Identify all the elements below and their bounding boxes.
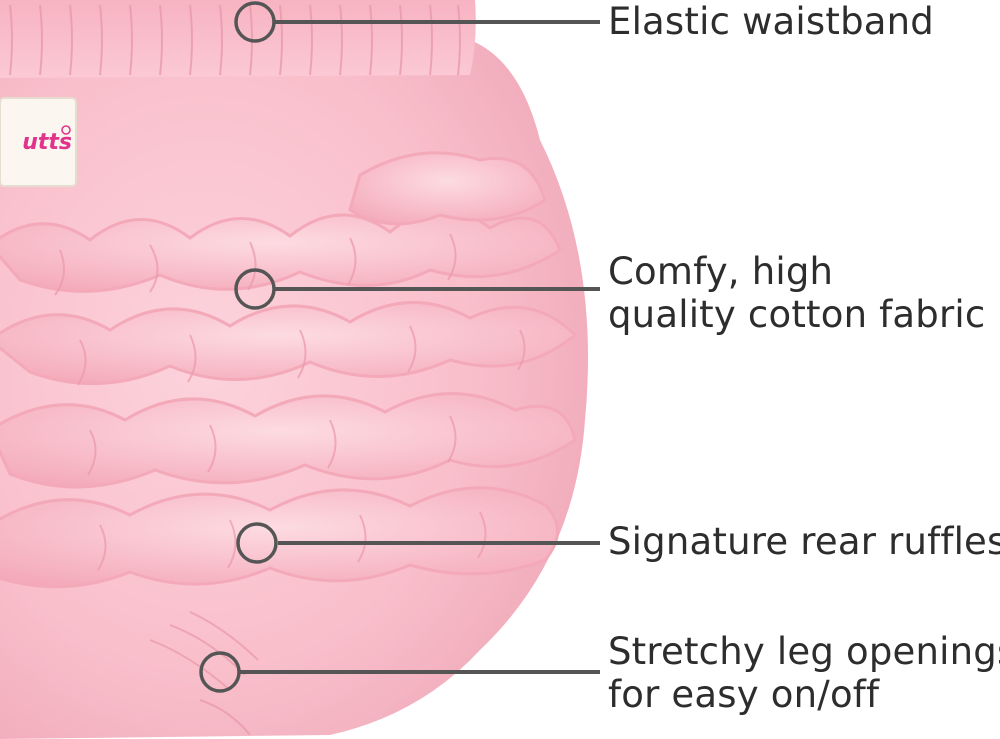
callout-leg-openings: Stretchy leg openings for easy on/off [608, 630, 1000, 716]
brand-label [0, 97, 77, 187]
waistband [0, 0, 476, 78]
callout-lines [240, 20, 600, 674]
callout-ruffles-text: Signature rear ruffles [608, 520, 1000, 563]
callout-circle-icon [236, 522, 278, 564]
callout-circle-icon [234, 268, 276, 310]
callout-circle-icon [199, 651, 241, 693]
callout-circles [199, 1, 278, 693]
callout-leg-openings-text-line2: for easy on/off [608, 673, 880, 716]
ruffle-row-4 [0, 486, 559, 589]
callout-waistband-text: Elastic waistband [608, 0, 934, 43]
callout-leg-openings-text-line1: Stretchy leg openings [608, 630, 1000, 673]
ruffle-row-1 [0, 151, 562, 293]
callout-fabric-text-line1: Comfy, high [608, 250, 834, 293]
callout-circle-icon [234, 1, 276, 43]
ruffle-row-2 [0, 301, 578, 386]
ruffle-rows [0, 151, 578, 589]
brand-label-text: utts [22, 130, 72, 155]
callout-ruffles: Signature rear ruffles [608, 520, 1000, 563]
callout-waistband: Elastic waistband [608, 0, 934, 43]
ruffle-folds [54, 233, 526, 571]
ruffle-row-3 [0, 392, 577, 489]
callout-fabric-text-line2: quality cotton fabric [608, 293, 986, 336]
callout-fabric: Comfy, high quality cotton fabric [608, 250, 985, 336]
garment-body [0, 40, 588, 739]
